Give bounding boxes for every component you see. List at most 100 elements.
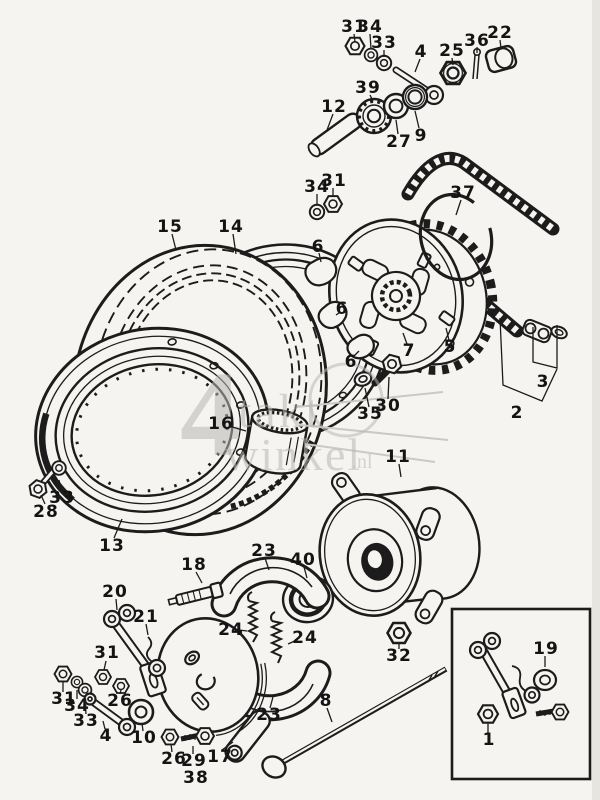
adjuster-bolt (167, 581, 224, 606)
leader-line (395, 119, 399, 135)
part-label-8: 8 (320, 691, 333, 711)
leader-line (170, 743, 173, 753)
part-label-11: 11 (385, 447, 411, 467)
scan-edge (592, 0, 600, 800)
spacer-tube (307, 112, 363, 158)
leader-line (499, 39, 502, 49)
part-label-24: 24 (218, 620, 244, 640)
hub-dampers (304, 256, 375, 360)
part-label-34: 34 (64, 696, 90, 716)
part-label-31: 31 (341, 17, 367, 37)
leader-line (269, 696, 274, 709)
part-label-27: 27 (386, 132, 412, 152)
leader-line (414, 58, 421, 73)
watermark-nl: .nl (352, 451, 373, 473)
leader-line (171, 233, 177, 251)
leader-line (102, 720, 106, 730)
part-label-22: 22 (487, 23, 513, 43)
leader-line (232, 233, 237, 255)
part-label-10: 10 (131, 728, 157, 748)
part-label-5: 5 (444, 337, 457, 357)
leader-line (369, 94, 374, 102)
part-label-28: 28 (33, 502, 59, 522)
rim-bolt (25, 460, 67, 501)
part-label-20: 20 (102, 582, 128, 602)
leader-line (238, 629, 248, 632)
leader-line (445, 327, 450, 341)
leader-line (115, 598, 118, 611)
brake-springs (246, 591, 285, 664)
part-label-26: 26 (161, 749, 187, 769)
part-label-21: 21 (133, 607, 159, 627)
part-label-37: 37 (450, 183, 476, 203)
leader-line (264, 557, 270, 571)
part-label-40: 40 (290, 550, 316, 570)
part-label-13: 13 (99, 536, 125, 556)
part-label-36: 36 (464, 31, 490, 51)
part-label-39: 39 (355, 78, 381, 98)
part-label-23: 23 (251, 541, 277, 561)
part-label-34: 34 (304, 177, 330, 197)
part-label-14: 14 (218, 217, 244, 237)
part-label-24: 24 (292, 628, 318, 648)
part-label-17: 17 (207, 747, 233, 767)
leader-line (414, 110, 420, 129)
leader-line (113, 518, 123, 539)
part-label-9: 9 (415, 126, 428, 146)
watermark-winkel: winkel (225, 429, 362, 480)
watermark-big4: 4 (180, 347, 241, 482)
part-label-25: 25 (439, 41, 465, 61)
torque-link (83, 692, 137, 737)
watermark-ring (308, 362, 384, 438)
watermark: 4 takt winkel .nl (180, 347, 384, 482)
leader-line (221, 741, 234, 751)
leader-line (287, 639, 298, 645)
leader-line (195, 571, 203, 584)
panel-bolt (160, 727, 215, 746)
leader-line (398, 463, 402, 478)
hub-center-drum (244, 408, 309, 475)
part-label-6: 6 (312, 237, 325, 257)
part-label-4: 4 (100, 726, 113, 746)
inset-box (450, 607, 592, 781)
part-label-31: 31 (51, 689, 77, 709)
leader-line (58, 479, 62, 491)
leader-line (353, 350, 360, 357)
axle-shaft (261, 666, 448, 779)
part-label-33: 33 (49, 488, 75, 508)
leader-line (335, 312, 340, 316)
leader-line (318, 252, 322, 263)
part-label-2: 2 (511, 403, 524, 423)
leader-line (40, 494, 46, 505)
leader-line (387, 376, 390, 400)
part-label-3: 3 (537, 372, 550, 392)
part-label-15: 15 (157, 217, 183, 237)
part-label-1: 1 (483, 730, 496, 750)
part-label-4: 4 (415, 42, 428, 62)
part-label-31: 31 (321, 171, 347, 191)
rear-hub (318, 471, 481, 625)
part-label-6: 6 (345, 352, 358, 372)
chain-master-link (521, 318, 568, 344)
leader-line (353, 33, 356, 43)
axle-spacer-cluster (307, 36, 518, 158)
part-label-32: 32 (386, 646, 412, 666)
part-label-23: 23 (256, 705, 282, 725)
watermark-takt: takt (238, 385, 322, 438)
part-label-19: 19 (533, 639, 559, 659)
leader-line (451, 57, 454, 66)
part-label-30: 30 (375, 396, 401, 416)
leader-line (364, 387, 370, 408)
part-label-16: 16 (208, 414, 234, 434)
part-label-35: 35 (357, 404, 383, 424)
brake-arm (102, 603, 167, 698)
leader-line (326, 113, 334, 131)
leader-line (455, 199, 462, 216)
part-label-34: 34 (357, 17, 383, 37)
leader-line (145, 623, 149, 636)
leader-line (369, 33, 372, 50)
part-label-38: 38 (183, 768, 209, 788)
